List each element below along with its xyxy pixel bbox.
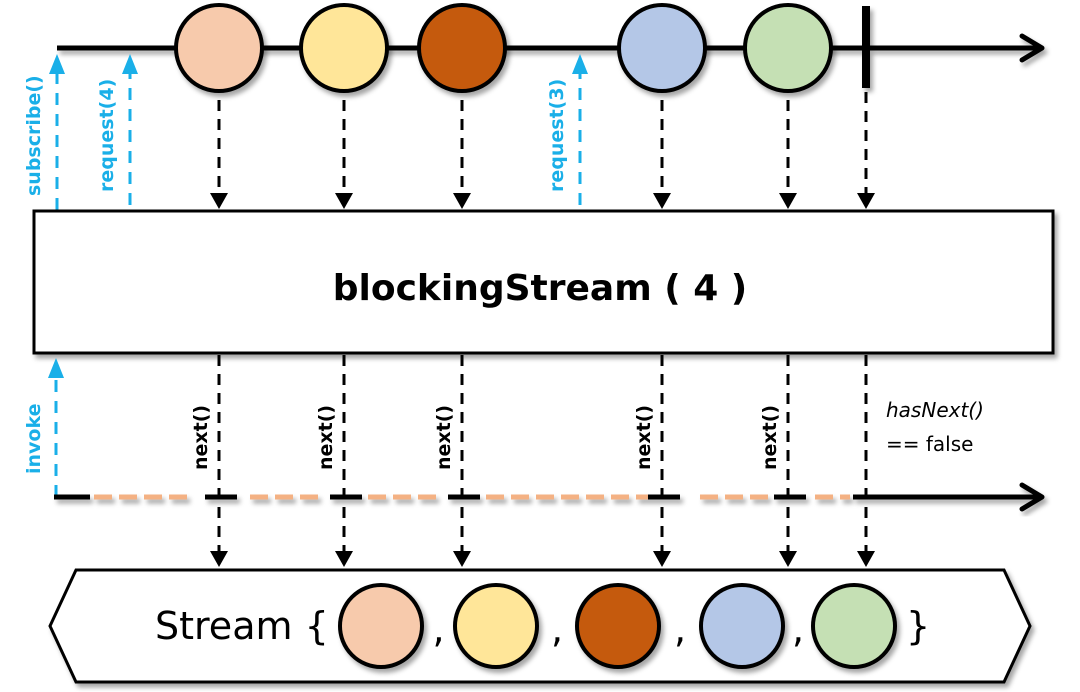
next-arrow-4 xyxy=(653,355,671,567)
upstream-marble-1 xyxy=(174,3,264,93)
upstream-marble-4 xyxy=(617,3,707,93)
upstream-marble-3 xyxy=(417,3,507,93)
arrow-down-icon xyxy=(857,551,875,567)
has-next-label: hasNext() xyxy=(886,398,984,422)
stream-marble-4 xyxy=(699,583,785,669)
next-label-5: next() xyxy=(759,405,781,470)
operator-title: blockingStream ( 4 ) xyxy=(333,268,748,309)
arrow-completion xyxy=(857,92,875,209)
upstream-marble-5 xyxy=(743,3,833,93)
stream-marble-5 xyxy=(811,583,897,669)
stream-marble-2 xyxy=(453,583,539,669)
stream-suffix: } xyxy=(906,604,930,648)
upstream-marble-2 xyxy=(299,3,389,93)
next-arrow-5 xyxy=(779,355,797,567)
request-3-label: request(3) xyxy=(546,79,568,192)
stream-separator: , xyxy=(792,607,804,651)
arrow-marble-4 xyxy=(653,100,671,209)
signal-subscribe: subscribe() xyxy=(23,54,65,210)
stream-marble-1 xyxy=(338,583,424,669)
invoke-label: invoke xyxy=(23,404,45,475)
arrow-down-icon xyxy=(857,193,875,209)
stream-separator: , xyxy=(674,607,686,651)
next-label-4: next() xyxy=(633,405,655,470)
stream-separator: , xyxy=(551,607,563,651)
signal-request-4: request(4) xyxy=(96,54,138,205)
arrow-down-icon xyxy=(335,551,353,567)
next-arrow-2 xyxy=(335,355,353,567)
next-arrow-3 xyxy=(453,355,471,567)
result-stream-marbles: ,,,, xyxy=(338,583,897,669)
has-next-arrow xyxy=(857,355,875,567)
arrow-down-icon xyxy=(335,193,353,209)
arrow-marble-5 xyxy=(779,100,797,209)
upstream-arrowhead-icon xyxy=(1019,33,1045,63)
upstream-marbles xyxy=(174,3,833,93)
arrow-marble-3 xyxy=(453,100,471,209)
arrow-marble-1 xyxy=(210,100,228,209)
arrow-up-icon xyxy=(572,54,588,74)
operator-box xyxy=(32,209,1055,355)
arrow-down-icon xyxy=(453,193,471,209)
arrow-down-icon xyxy=(779,193,797,209)
downstream-timeline xyxy=(54,482,1045,512)
has-next-result: == false xyxy=(886,432,973,456)
arrow-down-icon xyxy=(453,551,471,567)
arrow-down-icon xyxy=(653,551,671,567)
signal-invoke: invoke xyxy=(23,358,64,497)
arrow-up-icon xyxy=(48,358,64,378)
upstream-to-operator-arrows xyxy=(210,92,875,209)
next-label-1: next() xyxy=(190,405,212,470)
next-arrow-1 xyxy=(210,355,228,567)
stream-separator: , xyxy=(433,607,445,651)
arrow-down-icon xyxy=(210,551,228,567)
arrow-up-icon xyxy=(122,54,138,74)
next-label-2: next() xyxy=(315,405,337,470)
arrow-down-icon xyxy=(653,193,671,209)
arrow-down-icon xyxy=(210,193,228,209)
arrow-marble-2 xyxy=(335,100,353,209)
signal-request-3: request(3) xyxy=(546,54,588,205)
stream-marble-3 xyxy=(575,583,661,669)
arrow-up-icon xyxy=(49,54,65,74)
next-label-3: next() xyxy=(433,405,455,470)
downstream-arrowhead-icon xyxy=(1019,482,1045,512)
result-stream-shape xyxy=(48,568,1032,684)
request-4-label: request(4) xyxy=(96,79,118,192)
subscribe-label: subscribe() xyxy=(23,75,45,196)
stream-prefix: Stream { xyxy=(155,604,329,648)
arrow-down-icon xyxy=(779,551,797,567)
operator-to-stream-arrows: next() next() next() next() next() xyxy=(190,355,875,567)
